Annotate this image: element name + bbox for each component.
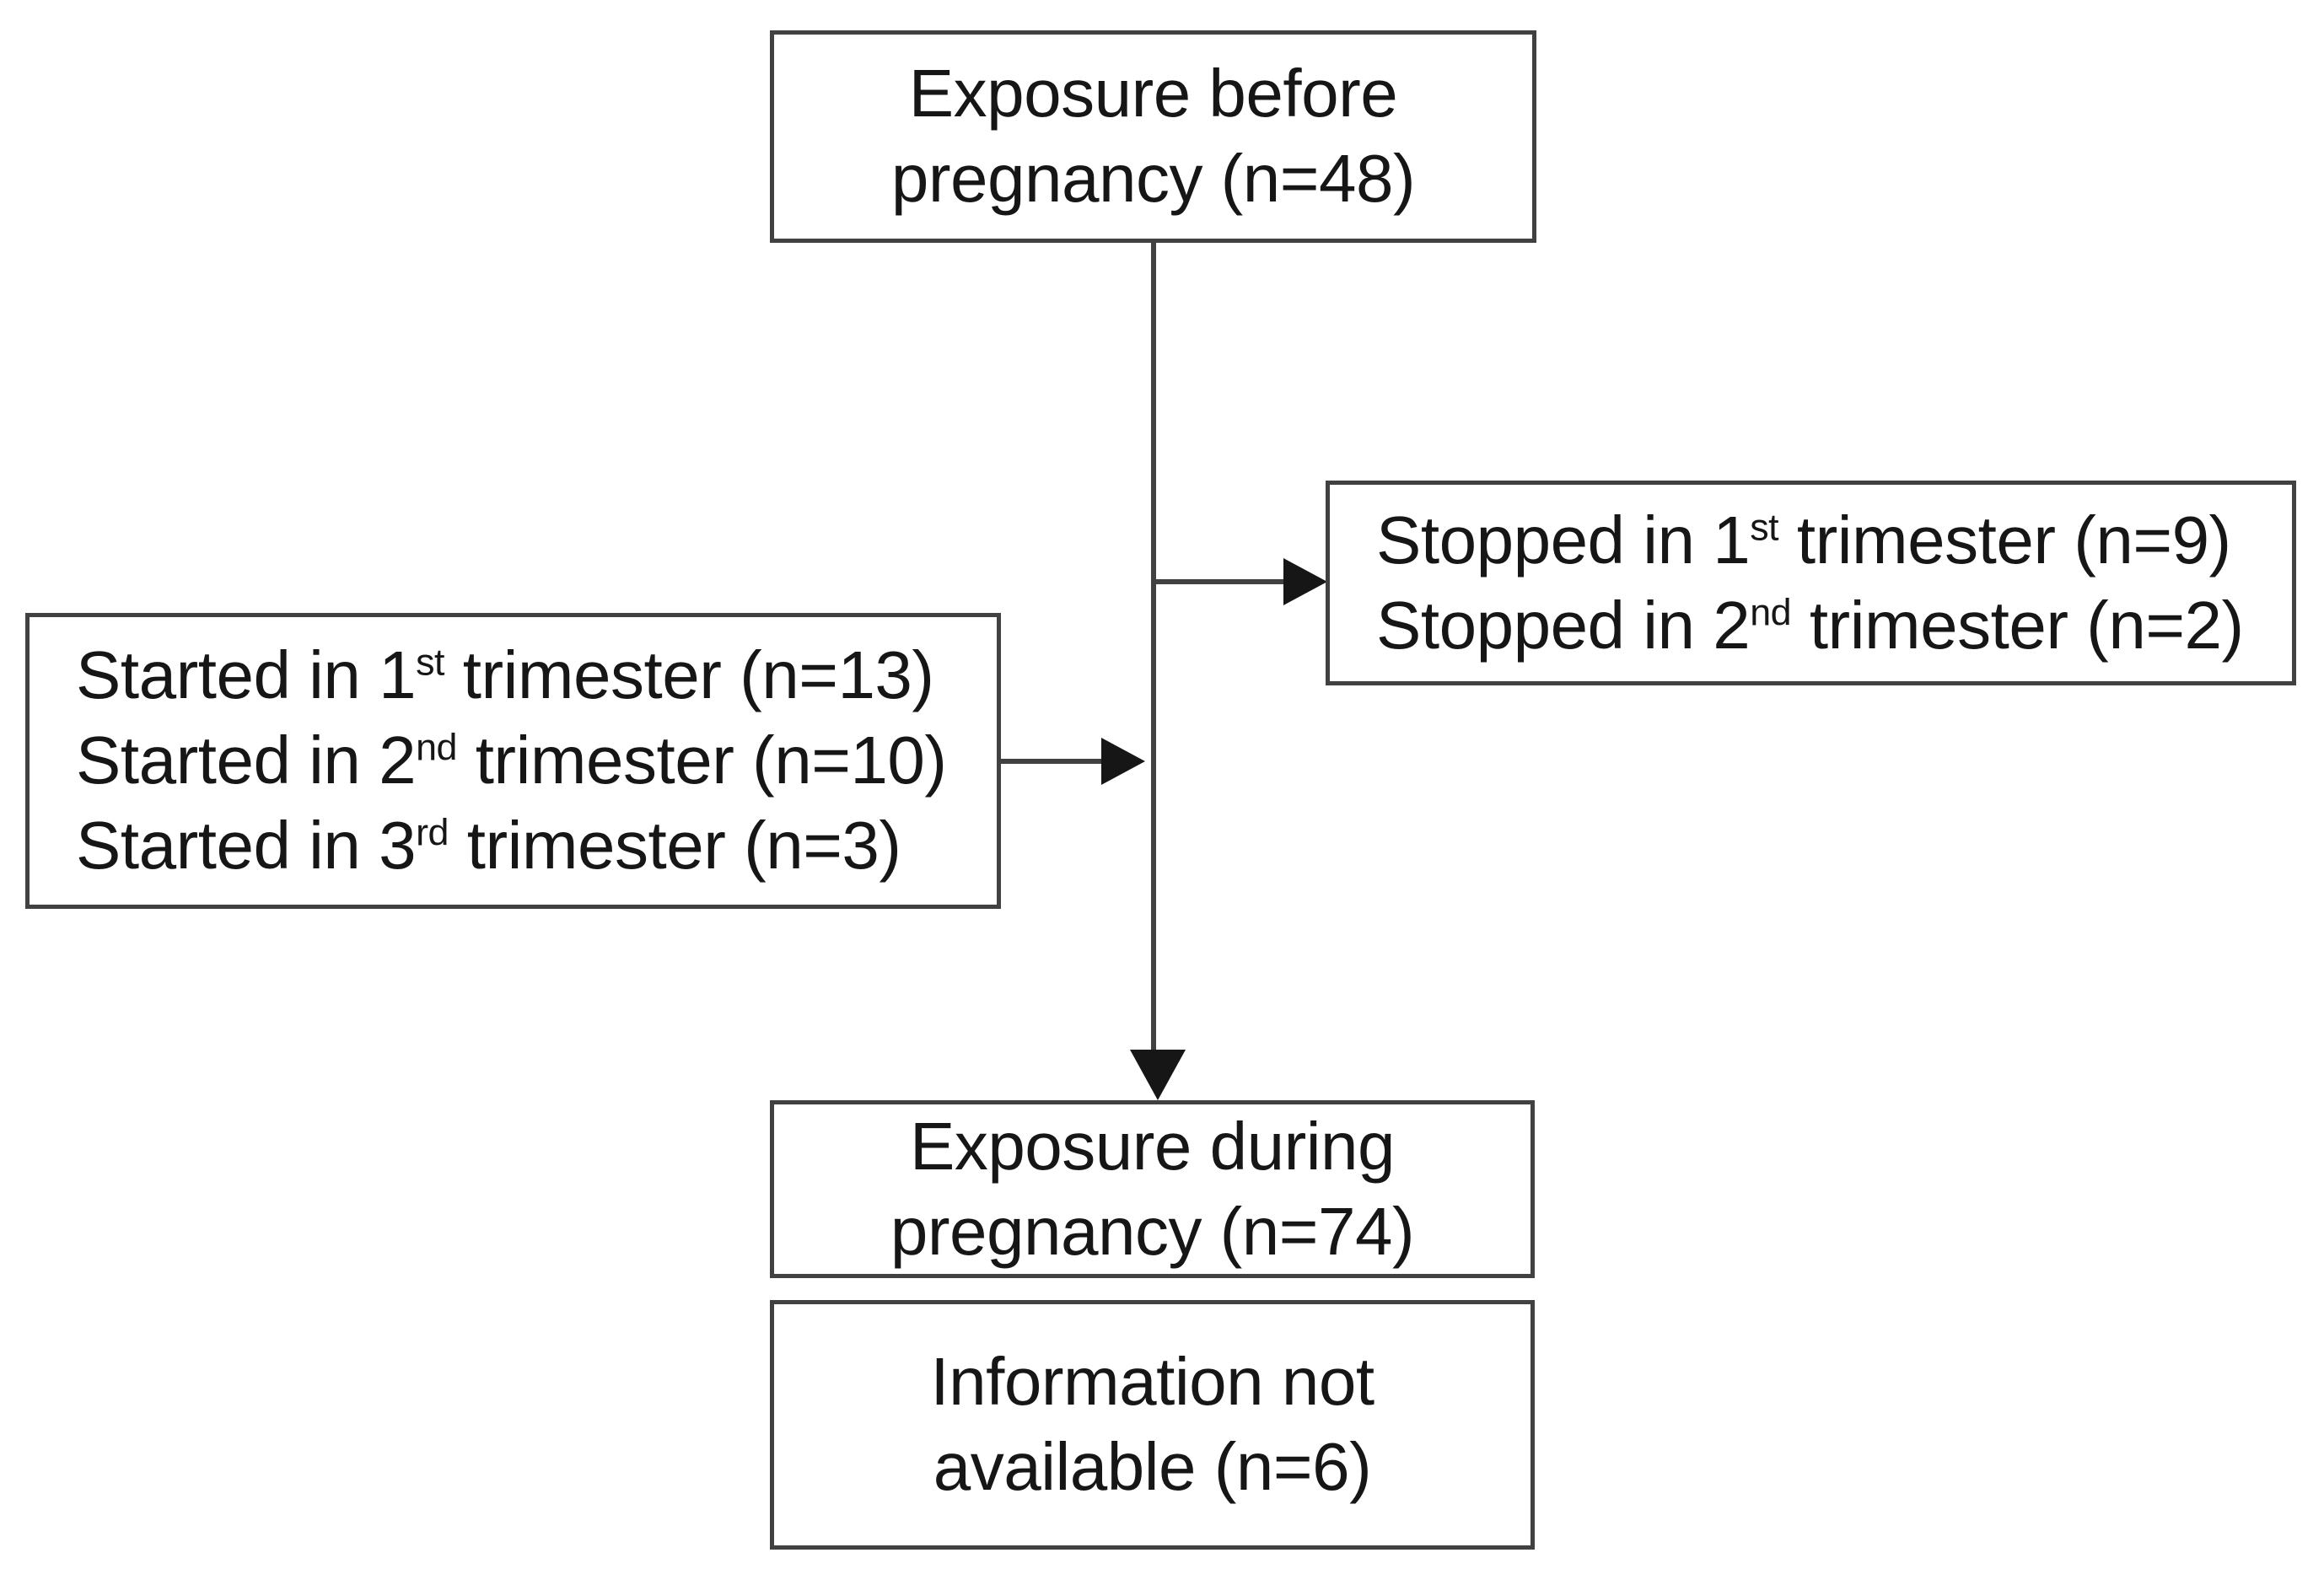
node-stopped-trimesters: Stopped in 1st trimester (n=9) Stopped i…	[1326, 481, 2296, 685]
node-line: Stopped in 2nd trimester (n=2)	[1376, 583, 2292, 669]
node-line: Started in 1st trimester (n=13)	[76, 633, 997, 718]
line-prefix: Stopped in 2	[1376, 587, 1751, 663]
node-line: available (n=6)	[933, 1429, 1372, 1504]
line-prefix: Started in 3	[76, 807, 417, 883]
arrowhead-right-to-stopped	[1283, 558, 1327, 605]
connector-trunk-to-stopped	[1151, 579, 1286, 584]
connector-started-to-trunk	[1001, 759, 1104, 764]
node-line: Started in 3rd trimester (n=3)	[76, 803, 997, 889]
line-prefix: Stopped in 1	[1376, 502, 1751, 578]
node-line: Exposure before	[908, 56, 1398, 132]
node-line: Started in 2nd trimester (n=10)	[76, 718, 997, 803]
node-started-trimesters: Started in 1st trimester (n=13) Started …	[25, 613, 1001, 909]
line-suffix: trimester (n=9)	[1778, 502, 2231, 578]
node-information-not-available: Information not available (n=6)	[770, 1300, 1535, 1550]
arrowhead-down-to-exposure-during	[1130, 1050, 1186, 1100]
line-suffix: trimester (n=10)	[456, 723, 947, 798]
ordinal-suffix: nd	[1750, 590, 1792, 633]
node-exposure-during-pregnancy: Exposure during pregnancy (n=74)	[770, 1100, 1535, 1278]
node-line: Exposure during	[909, 1108, 1396, 1184]
node-line: pregnancy (n=48)	[890, 141, 1416, 216]
arrowhead-right-to-trunk	[1101, 738, 1145, 785]
line-suffix: trimester (n=3)	[448, 807, 901, 883]
ordinal-suffix: st	[416, 641, 444, 684]
node-line: pregnancy (n=74)	[890, 1193, 1415, 1269]
line-suffix: trimester (n=13)	[444, 637, 934, 713]
node-line: Information not	[930, 1344, 1374, 1420]
node-line: Stopped in 1st trimester (n=9)	[1376, 498, 2292, 583]
connector-trunk-vertical	[1151, 243, 1156, 1069]
line-prefix: Started in 1	[76, 637, 417, 713]
line-prefix: Started in 2	[76, 723, 417, 798]
ordinal-suffix: rd	[416, 811, 449, 854]
line-suffix: trimester (n=2)	[1791, 587, 2244, 663]
node-exposure-before-pregnancy: Exposure before pregnancy (n=48)	[770, 30, 1536, 243]
ordinal-suffix: st	[1750, 506, 1779, 549]
ordinal-suffix: nd	[416, 726, 457, 769]
